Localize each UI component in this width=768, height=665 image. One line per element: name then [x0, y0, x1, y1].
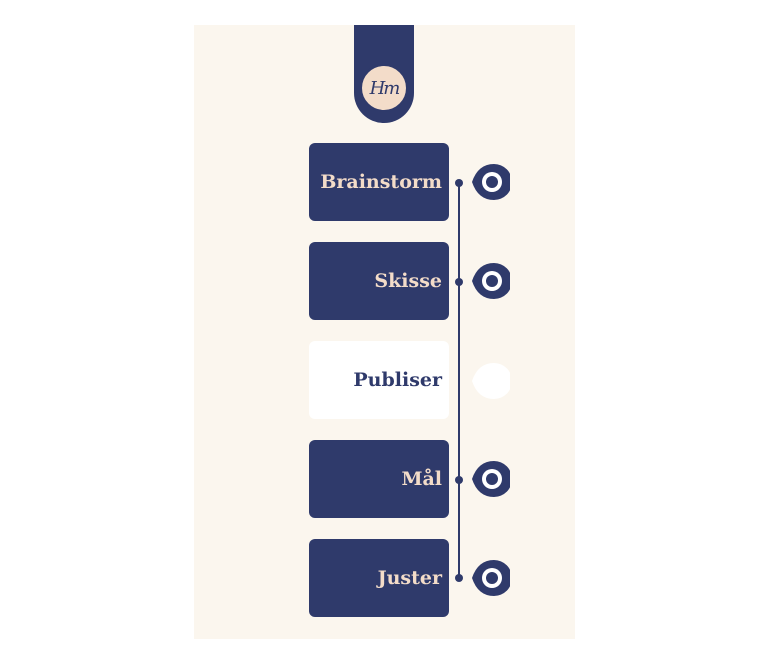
step-label: Brainstorm [320, 171, 442, 193]
timeline-dot [455, 179, 463, 187]
step-label: Skisse [374, 270, 442, 292]
timeline-panel [194, 25, 575, 639]
step-label: Mål [401, 468, 442, 490]
logo-monogram: Hm [369, 77, 401, 99]
step-maal[interactable]: Mål [309, 440, 449, 518]
brand-logo: Hm [360, 64, 408, 112]
location-pin-icon[interactable] [470, 459, 510, 499]
location-pin-icon[interactable] [470, 162, 510, 202]
timeline-dot [455, 476, 463, 484]
step-publiser[interactable]: Publiser [309, 341, 449, 419]
step-label: Juster [377, 567, 442, 589]
step-brainstorm[interactable]: Brainstorm [309, 143, 449, 221]
timeline-dot [455, 574, 463, 582]
step-skisse[interactable]: Skisse [309, 242, 449, 320]
step-label: Publiser [353, 369, 442, 391]
timeline-line [458, 182, 460, 578]
timeline-dot [455, 278, 463, 286]
location-pin-icon[interactable] [470, 558, 510, 598]
location-pin-icon[interactable] [470, 361, 510, 401]
step-juster[interactable]: Juster [309, 539, 449, 617]
location-pin-icon[interactable] [470, 261, 510, 301]
